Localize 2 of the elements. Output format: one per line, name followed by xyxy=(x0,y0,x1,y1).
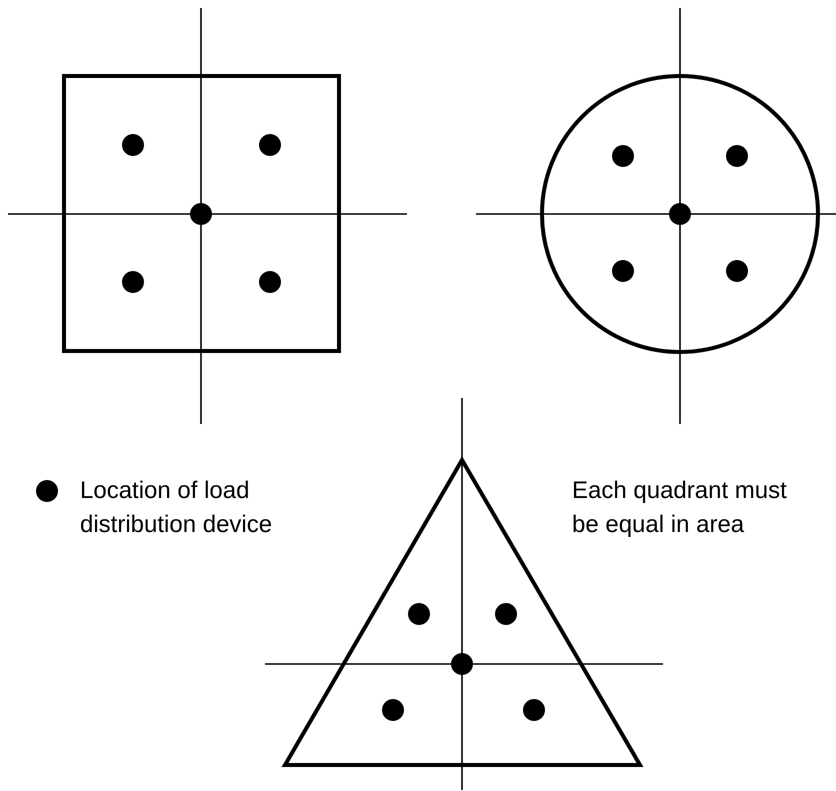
note-text: Each quadrant must be equal in area xyxy=(572,476,788,540)
legend-text: Location of load distribution device xyxy=(80,476,274,540)
